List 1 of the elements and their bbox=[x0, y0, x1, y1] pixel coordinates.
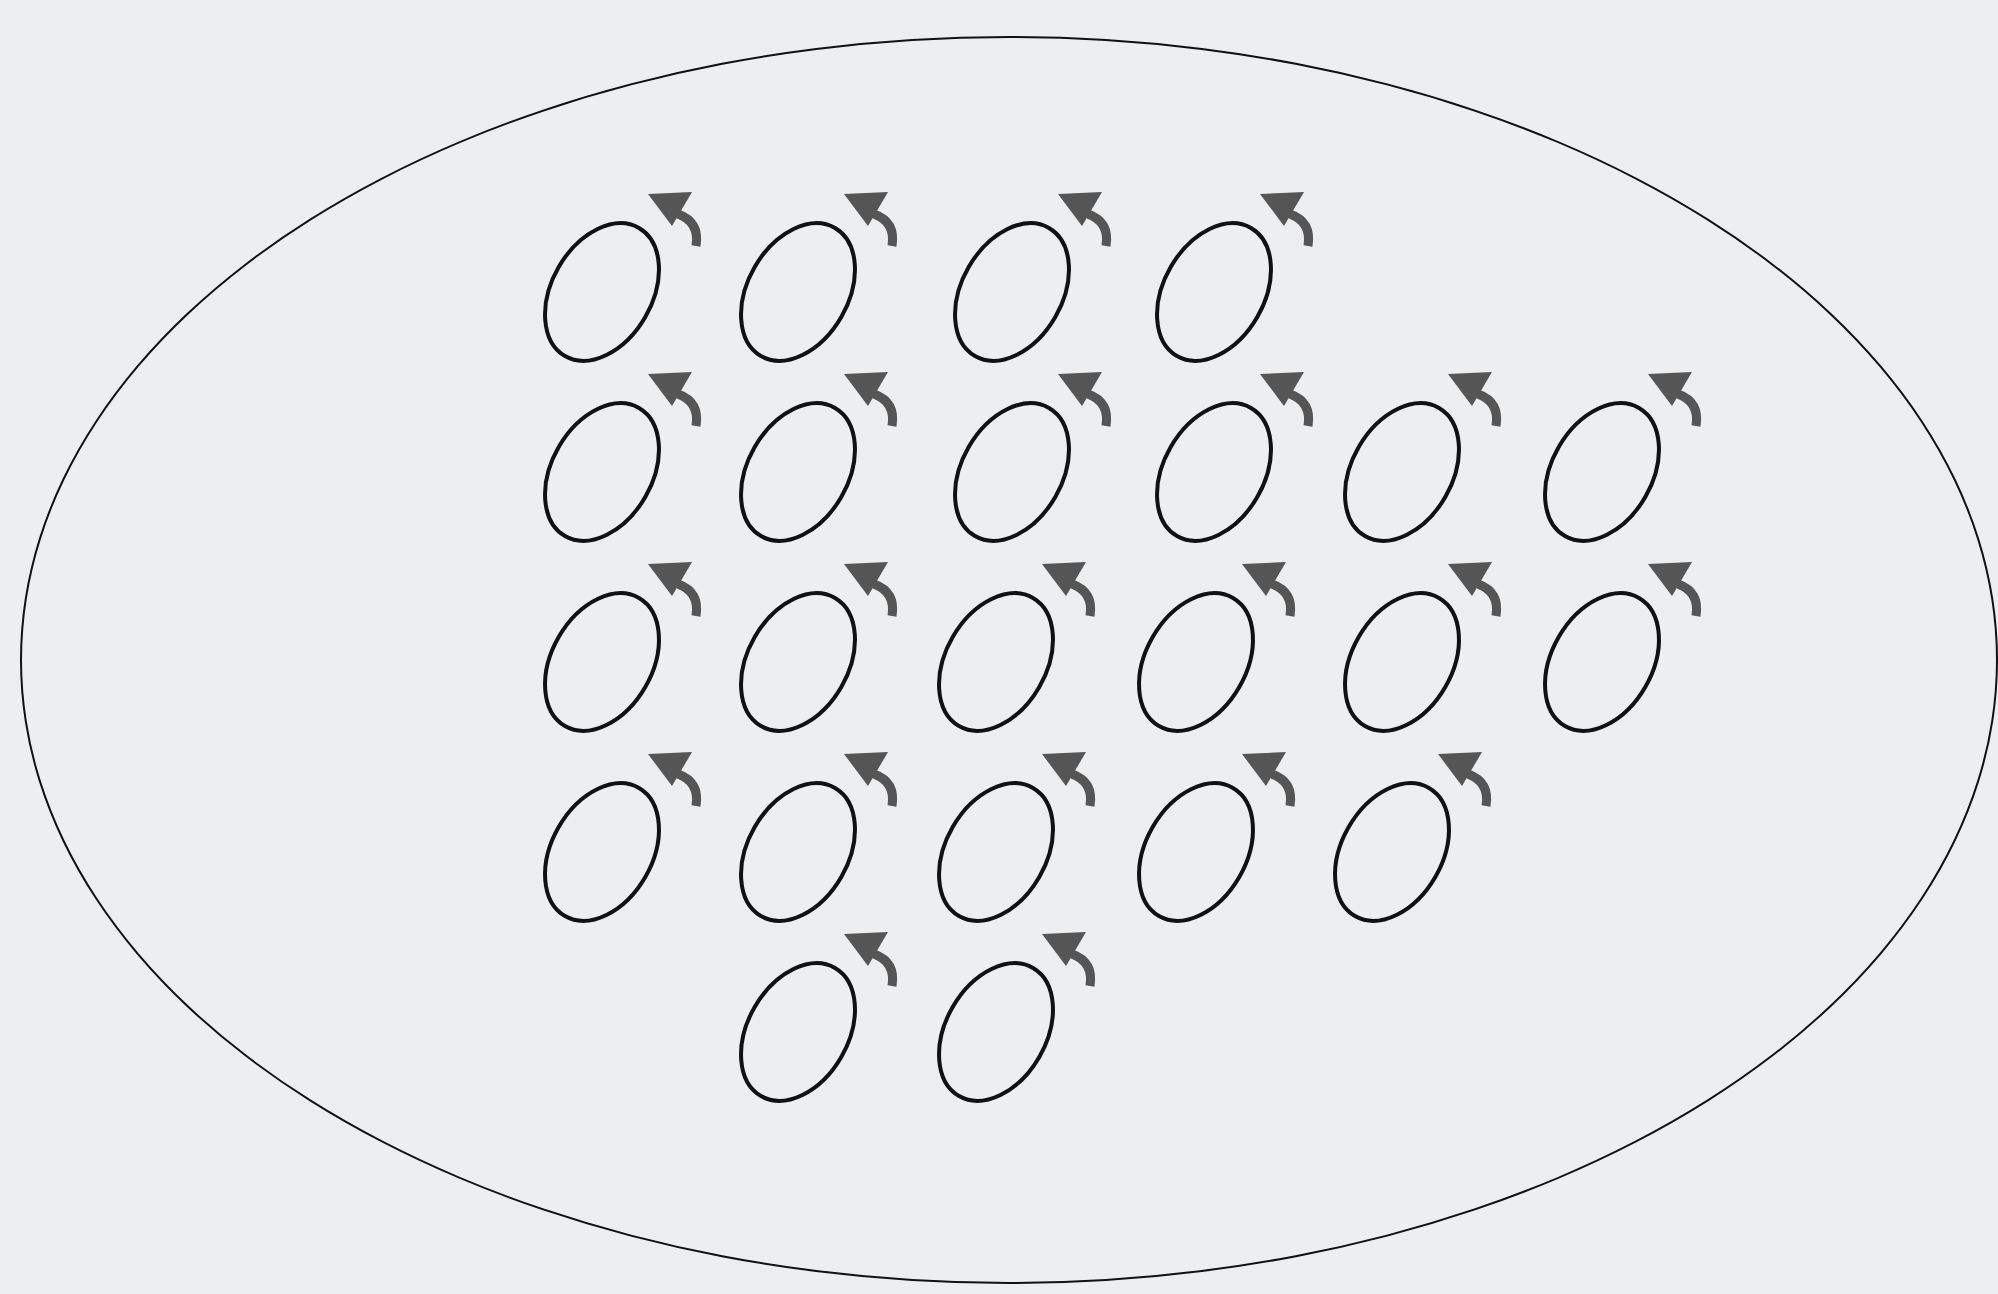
outer-ellipse bbox=[20, 36, 1998, 1284]
